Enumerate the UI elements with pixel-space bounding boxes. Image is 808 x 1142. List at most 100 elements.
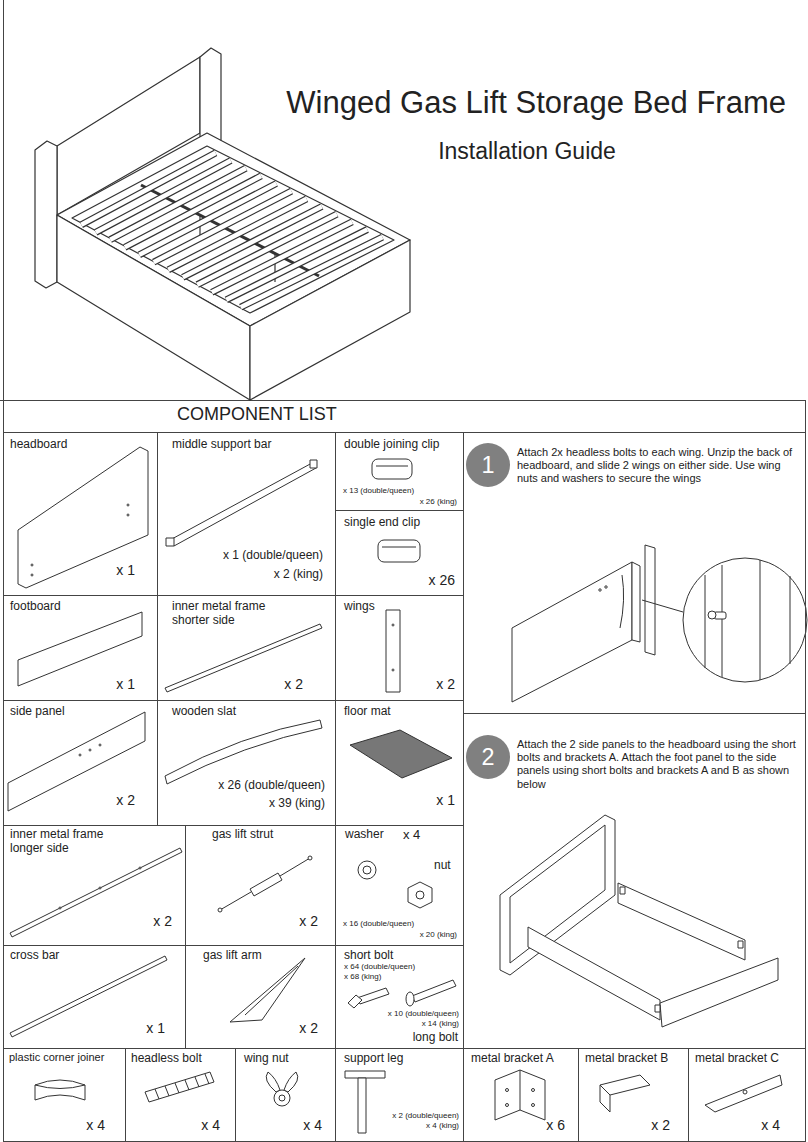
part-icons — [250, 873, 282, 896]
step-2-figure — [660, 958, 778, 1027]
part-name: gas lift arm — [203, 948, 262, 962]
part-name: x 26 (double/queen) — [218, 778, 325, 792]
step-1-figure — [620, 575, 624, 628]
component-cell: headless bolt x 4 — [125, 1048, 236, 1142]
step-1-figure — [683, 558, 807, 682]
component-cell: gas lift strutx 2 — [185, 825, 336, 946]
part-name: single end clip — [344, 515, 420, 529]
part-icons — [600, 1075, 650, 1112]
part-name: x 2 — [116, 792, 135, 809]
component-cell: plastic corner joinerx 4 — [3, 1048, 126, 1142]
part-icons — [35, 1080, 85, 1100]
component-cell: double joining clipx 13 (double/queen)x … — [335, 432, 464, 511]
bed-illustration — [200, 48, 221, 146]
part-name: x 2 — [299, 1020, 318, 1037]
part-icons — [170, 463, 316, 546]
step-1-figure — [605, 586, 607, 588]
part-name: x 13 (double/queen) — [343, 486, 414, 496]
component-cell: footboardx 1 — [3, 595, 158, 701]
section-heading: COMPONENT LIST — [177, 404, 337, 426]
component-cell: single end clipx 26 — [335, 510, 464, 596]
step-1-figure — [642, 600, 683, 612]
part-icons — [392, 624, 394, 626]
step-1-figure — [760, 560, 761, 680]
component-cell: support leg x 2 (double/queen)x 4 (king) — [335, 1048, 464, 1142]
component-cell: side panelx 2 — [3, 700, 158, 826]
step-2-figure — [528, 927, 660, 1020]
part-name: x 4 — [201, 1117, 220, 1134]
part-icons — [165, 624, 322, 692]
part-icons — [284, 1072, 298, 1092]
component-cell: inner metal frame shorter sidex 2 — [157, 595, 336, 701]
part-icons — [8, 712, 145, 811]
part-icons — [363, 866, 371, 874]
part-icons — [166, 538, 174, 546]
component-cell: short boltx 64 (double/queen)x 68 (king)… — [335, 945, 464, 1049]
component-cell: metal bracket Ax 6 — [463, 1048, 579, 1142]
part-name: metal bracket C — [695, 1051, 779, 1065]
part-name: x 10 (double/queen) — [388, 1009, 459, 1019]
step-1-figure — [512, 562, 632, 702]
step-1-figure — [708, 611, 716, 619]
part-icons — [10, 956, 167, 1037]
part-icons — [495, 1070, 545, 1120]
part-name: short bolt — [344, 948, 393, 962]
component-cell: washerx 4nutx 16 (double/queen)x 20 (kin… — [335, 825, 464, 946]
part-name: headless bolt — [131, 1051, 202, 1065]
part-icons — [348, 995, 362, 1008]
step-2-figure — [655, 1005, 660, 1012]
part-icons — [139, 867, 141, 869]
part-icons — [35, 1085, 85, 1089]
part-icons — [245, 966, 298, 1015]
part-name: cross bar — [10, 948, 59, 962]
step-2-figure — [618, 883, 745, 960]
part-icons — [345, 1071, 385, 1078]
part-icons — [59, 907, 61, 909]
part-name: wooden slat — [172, 704, 236, 718]
page-frame — [0, 400, 806, 401]
part-name: x 4 — [761, 1117, 780, 1134]
part-name: metal bracket B — [585, 1051, 668, 1065]
part-name: headboard — [10, 437, 67, 451]
component-cell: inner metal frame longer sidex 2 — [3, 825, 186, 946]
part-icons — [406, 992, 414, 1006]
step-1-figure — [645, 545, 655, 655]
bed-illustration — [81, 153, 382, 307]
part-icons — [230, 958, 305, 1022]
part-icons — [10, 848, 182, 937]
part-name: x 2 (king) — [274, 567, 323, 581]
part-name: x 2 (double/queen) — [392, 1111, 459, 1121]
part-name: wing nut — [244, 1051, 289, 1065]
instruction-text: Attach 2x headless bolts to each wing. U… — [517, 446, 797, 486]
part-icons — [357, 988, 389, 1004]
part-name: x 1 (double/queen) — [223, 548, 323, 562]
step-1-figure — [512, 545, 807, 702]
subtitle: Installation Guide — [438, 138, 616, 166]
part-name: metal bracket A — [471, 1051, 554, 1065]
part-name: x 1 — [116, 562, 135, 579]
part-icons — [358, 861, 376, 879]
part-name: floor mat — [344, 704, 391, 718]
part-name: plastic corner joiner — [9, 1051, 104, 1064]
part-name: footboard — [10, 599, 61, 613]
part-icons — [280, 858, 310, 876]
part-icons — [532, 1089, 535, 1092]
part-name: x 2 — [153, 913, 172, 930]
part-icons — [220, 892, 251, 910]
part-icons — [274, 1090, 290, 1106]
part-name: x 1 — [436, 792, 455, 809]
part-icons — [743, 1090, 747, 1094]
bed-illustration — [141, 185, 319, 276]
part-name: gas lift strut — [212, 827, 273, 841]
component-cell: gas lift arm x 2 — [185, 945, 336, 1049]
part-name: x 64 (double/queen) — [344, 962, 415, 972]
part-icons — [372, 459, 412, 479]
step-2-figure — [620, 887, 625, 894]
part-name: support leg — [344, 1051, 403, 1065]
component-cell: metal bracket C x 4 — [688, 1048, 806, 1142]
part-name: x 20 (king) — [420, 930, 457, 940]
step-1-figure — [705, 575, 706, 668]
part-name: x 4 (king) — [426, 1121, 459, 1131]
